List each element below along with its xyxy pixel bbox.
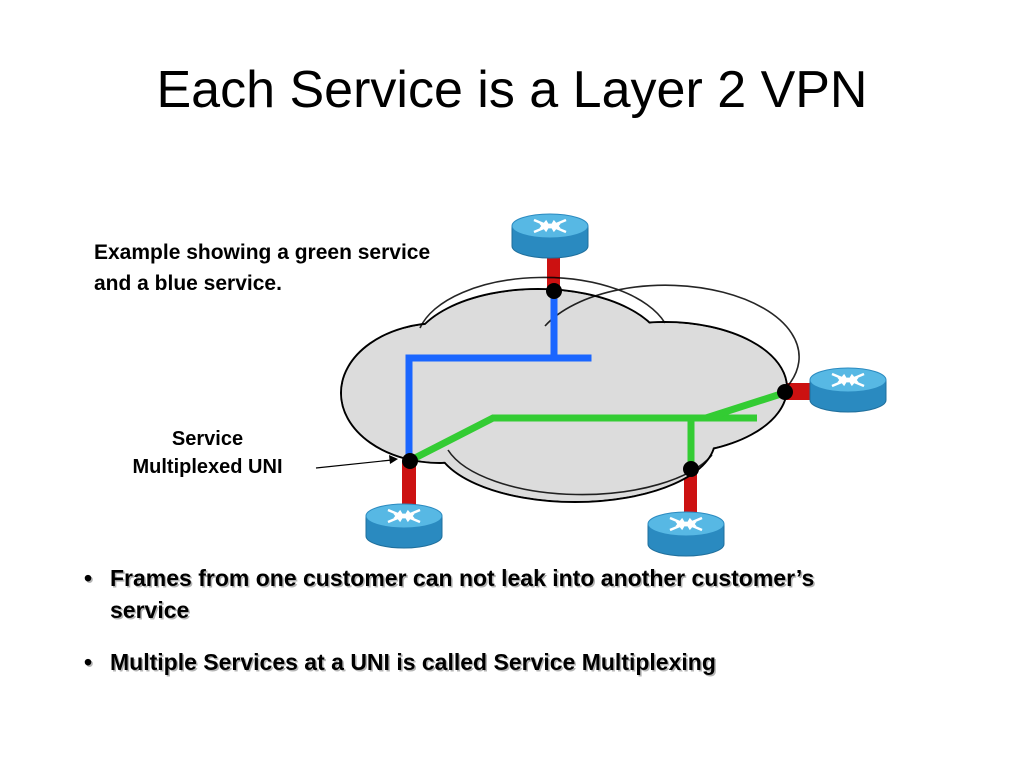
green-service-path — [409, 389, 786, 465]
uni-pointer-arrow — [315, 455, 398, 469]
caption-line-2: and a blue service. — [94, 272, 282, 295]
access-link-top — [547, 248, 560, 290]
bullet-text: Multiple Services at a UNI is called Ser… — [110, 649, 716, 675]
uni-point-dot — [546, 283, 562, 299]
list-item: • Frames from one customer can not leak … — [84, 562, 884, 626]
uni-point-dot — [683, 461, 699, 477]
access-link-left — [402, 461, 416, 515]
uni-point-dot — [402, 453, 418, 469]
bullet-text: Frames from one customer can not leak in… — [110, 565, 815, 623]
uni-label-line-2: Multiplexed UNI — [132, 456, 283, 478]
router-icon — [364, 502, 444, 550]
bullet-list: • Frames from one customer can not leak … — [84, 562, 884, 698]
router-icon — [808, 366, 888, 414]
bullet-marker: • — [84, 649, 93, 675]
uni-label: Service Multiplexed UNI — [100, 425, 315, 481]
router-icon — [646, 510, 726, 558]
list-item: • Multiple Services at a UNI is called S… — [84, 646, 884, 678]
bullet-marker: • — [84, 565, 93, 591]
diagram-caption: Example showing a green service and a bl… — [94, 237, 430, 299]
blue-service-path — [405, 288, 592, 462]
slide-title: Each Service is a Layer 2 VPN — [156, 61, 868, 119]
caption-line-1: Example showing a green service — [94, 241, 431, 264]
uni-point-dot — [777, 384, 793, 400]
access-link-bottom — [684, 469, 697, 521]
uni-label-line-1: Service — [171, 428, 244, 450]
router-icon — [510, 212, 590, 260]
